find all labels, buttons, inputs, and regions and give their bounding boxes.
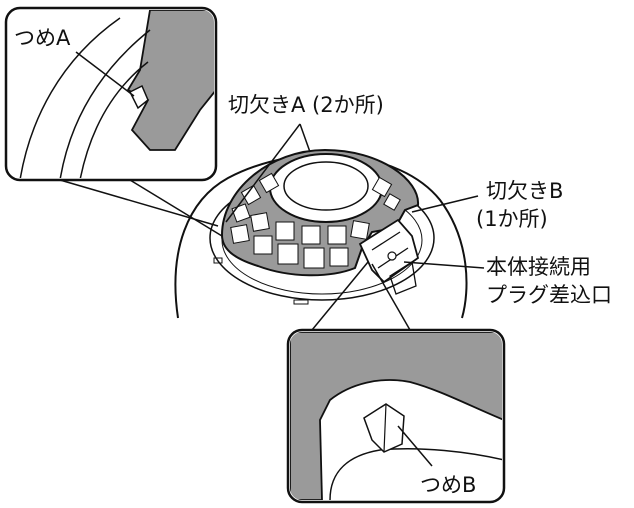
claw-a-leader <box>75 51 135 97</box>
inset-b-connector <box>311 261 369 331</box>
inset-b-connector <box>371 263 411 331</box>
leader-notch-a-right <box>299 123 311 153</box>
filter-hub-inner <box>283 161 369 211</box>
rim-slot <box>293 299 309 305</box>
claw-b-leader <box>397 425 433 467</box>
inset-b-curves <box>329 448 502 500</box>
inset-b-part <box>290 332 502 500</box>
inset-a: つめA <box>4 6 223 237</box>
leader-notch-b <box>411 195 479 213</box>
inset-a-part <box>126 10 214 151</box>
notch-b-label-line1: 切欠きB <box>486 179 563 203</box>
leader-lines <box>225 123 485 269</box>
leader-notch-a-left <box>225 123 301 223</box>
plug-port-label-line1: 本体接続用 <box>486 255 591 279</box>
notch-b-label-line2: (1か所) <box>476 207 548 231</box>
plug-socket-hole <box>387 251 397 261</box>
inset-b: つめB <box>286 261 506 504</box>
claw-b-detail <box>383 403 387 453</box>
inset-a-curves <box>19 17 151 178</box>
claw-b-label: つめB <box>420 473 476 497</box>
leader-plug-port <box>403 261 485 269</box>
plug-socket-body <box>358 218 420 284</box>
claw-a-label: つめA <box>14 26 71 50</box>
notch-a-label: 切欠きA (2か所) <box>228 93 384 117</box>
filter-grid <box>230 172 401 269</box>
plug-socket <box>358 218 420 295</box>
rim-slot <box>213 257 223 264</box>
inset-a-connector <box>129 179 223 237</box>
claw-a-shape <box>128 84 149 110</box>
plug-port-label-line2: プラグ差込口 <box>486 283 612 307</box>
filter-ring <box>220 148 420 277</box>
